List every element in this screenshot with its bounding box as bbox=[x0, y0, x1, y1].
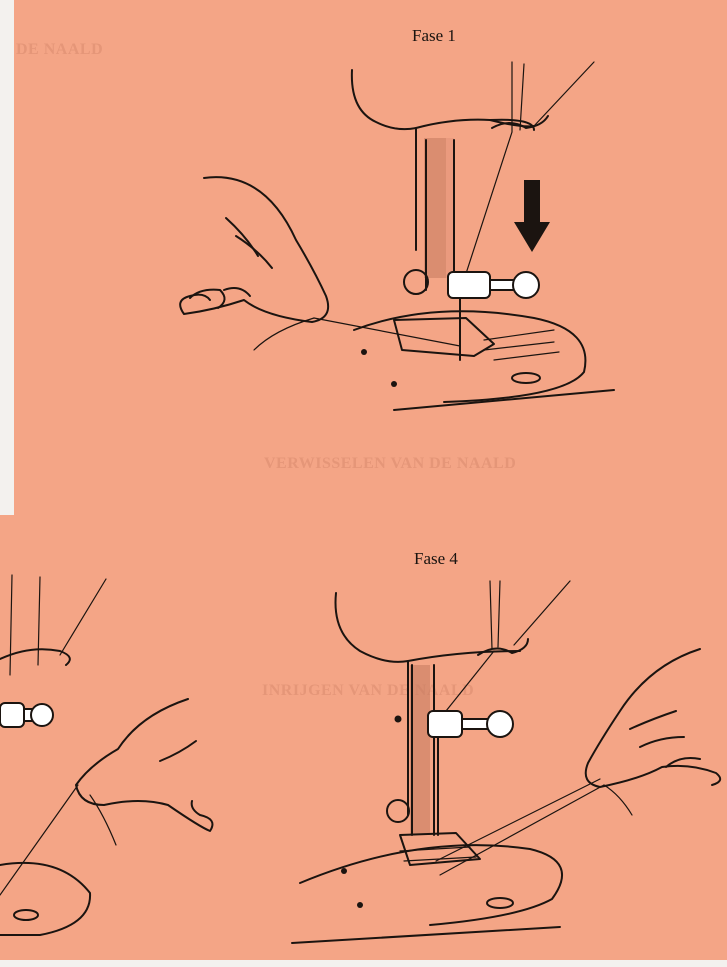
needle-clamp bbox=[448, 272, 490, 298]
needle-clamp-screw bbox=[487, 711, 513, 737]
needle-clamp bbox=[428, 711, 462, 737]
figure-panel-fase-4: INRIJGEN VAN DE NAALD Fase 4 bbox=[0, 515, 727, 960]
sewing-machine-illustration-fase-1 bbox=[14, 0, 727, 515]
needle-bar bbox=[424, 138, 446, 278]
down-arrow-icon bbox=[514, 180, 550, 252]
figure-panel-fase-1: DE NAALD VERWISSELEN VAN DE NAALD Fase 1 bbox=[14, 0, 727, 515]
sewing-machine-illustration-fase-4 bbox=[0, 515, 727, 960]
needle-clamp-screw bbox=[513, 272, 539, 298]
